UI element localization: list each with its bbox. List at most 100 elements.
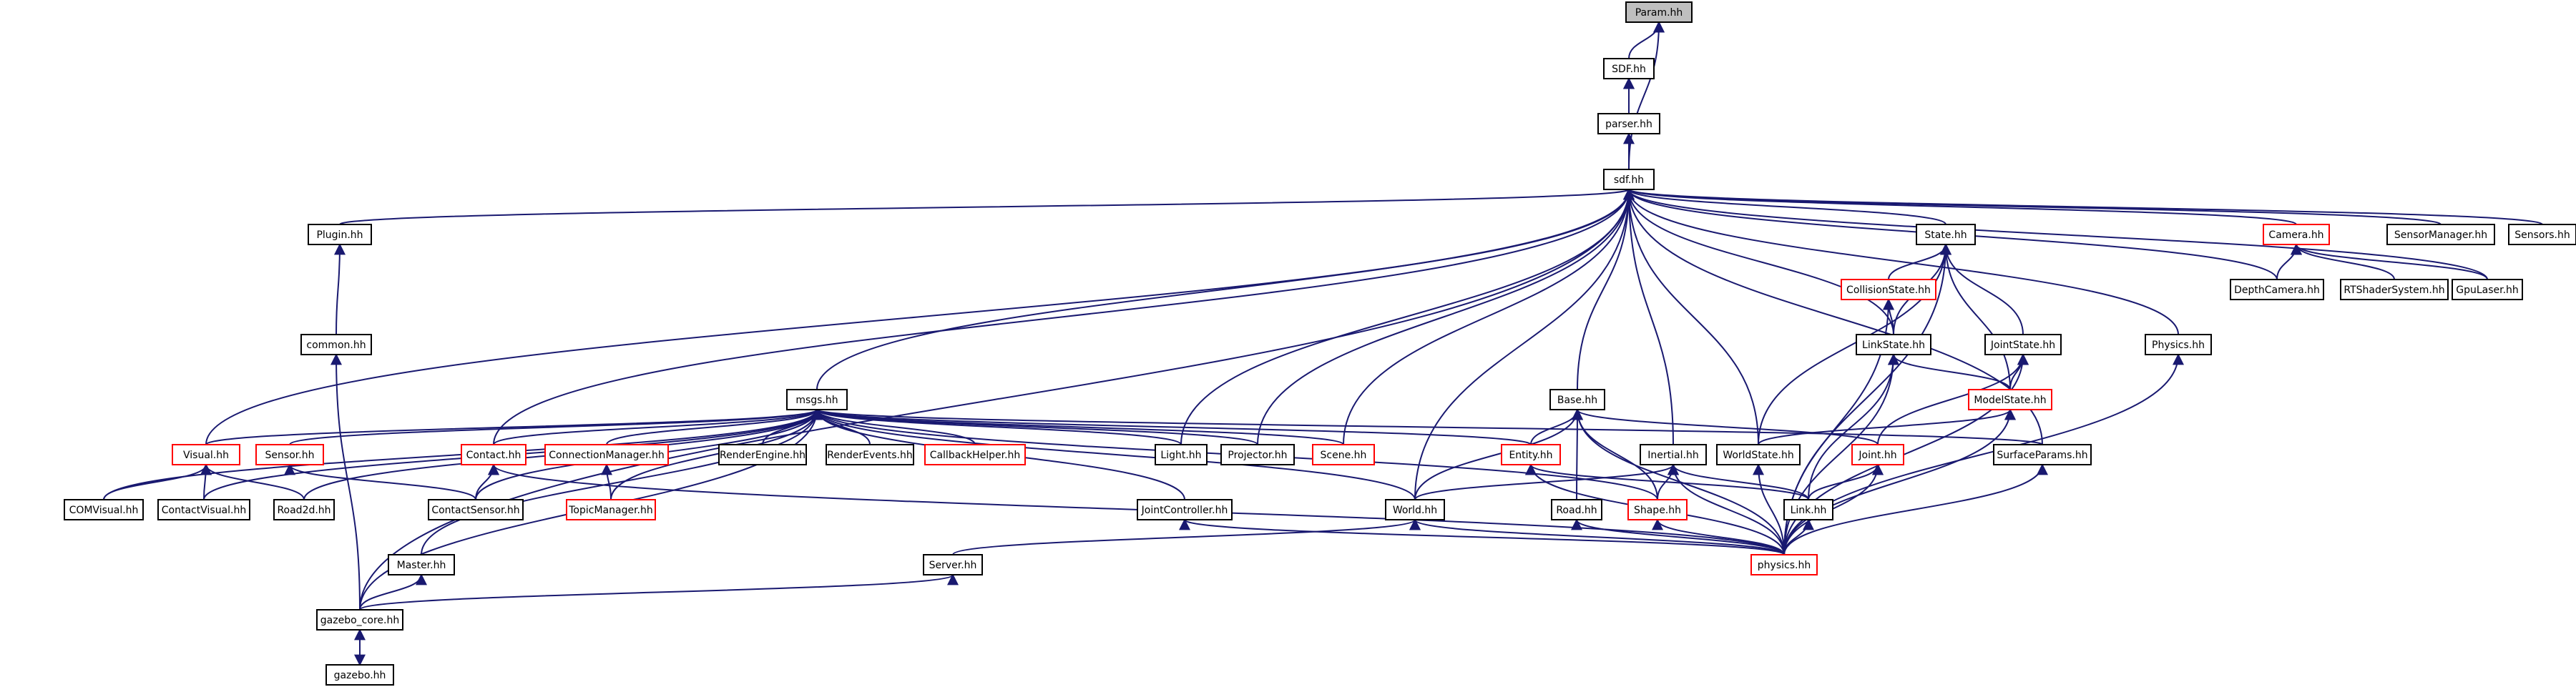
node-physicsupper[interactable]: Physics.hh xyxy=(2145,334,2212,355)
node-box[interactable] xyxy=(826,444,914,465)
node-box[interactable] xyxy=(1501,444,1561,465)
node-scene[interactable]: Scene.hh xyxy=(1312,444,1375,465)
node-box[interactable] xyxy=(2386,224,2495,245)
node-topicmanager[interactable]: TopicManager.hh xyxy=(566,499,656,520)
node-projector[interactable]: Projector.hh xyxy=(1220,444,1295,465)
node-contactvisual[interactable]: ContactVisual.hh xyxy=(157,499,250,520)
node-contact[interactable]: Contact.hh xyxy=(461,444,527,465)
node-visual[interactable]: Visual.hh xyxy=(172,444,240,465)
node-renderengine[interactable]: RenderEngine.hh xyxy=(718,444,807,465)
node-light[interactable]: Light.hh xyxy=(1155,444,1208,465)
node-box[interactable] xyxy=(428,499,524,520)
node-box[interactable] xyxy=(1916,224,1976,245)
node-box[interactable] xyxy=(316,609,403,631)
node-box[interactable] xyxy=(1220,444,1295,465)
node-gpulaser[interactable]: GpuLaser.hh xyxy=(2452,279,2523,300)
node-gazebo[interactable]: gazebo.hh xyxy=(325,664,394,686)
node-comvisual[interactable]: COMVisual.hh xyxy=(64,499,144,520)
node-gazebocore[interactable]: gazebo_core.hh xyxy=(316,609,403,631)
node-param[interactable]: Param.hh xyxy=(1625,1,1693,23)
node-master[interactable]: Master.hh xyxy=(388,554,455,575)
node-depthcamera[interactable]: DepthCamera.hh xyxy=(2230,279,2324,300)
node-plugin[interactable]: Plugin.hh xyxy=(308,224,372,245)
node-box[interactable] xyxy=(923,554,983,575)
node-joint[interactable]: Joint.hh xyxy=(1851,444,1904,465)
node-box[interactable] xyxy=(1155,444,1208,465)
node-callbackhelper[interactable]: CallbackHelper.hh xyxy=(924,444,1026,465)
node-box[interactable] xyxy=(64,499,144,520)
node-box[interactable] xyxy=(1750,554,1818,575)
node-box[interactable] xyxy=(1856,334,1931,355)
node-common[interactable]: common.hh xyxy=(300,334,372,355)
node-sdf_upper[interactable]: SDF.hh xyxy=(1603,58,1655,79)
node-road[interactable]: Road.hh xyxy=(1551,499,1602,520)
node-connectionmanager[interactable]: ConnectionManager.hh xyxy=(544,444,669,465)
node-renderevents[interactable]: RenderEvents.hh xyxy=(826,444,914,465)
node-box[interactable] xyxy=(1312,444,1375,465)
node-box[interactable] xyxy=(1603,58,1655,79)
node-physics[interactable]: physics.hh xyxy=(1750,554,1818,575)
node-box[interactable] xyxy=(2145,334,2212,355)
node-box[interactable] xyxy=(1549,389,1605,410)
node-jointcontroller[interactable]: JointController.hh xyxy=(1137,499,1233,520)
node-box[interactable] xyxy=(308,224,372,245)
node-collisionstate[interactable]: CollisionState.hh xyxy=(1841,279,1936,300)
node-box[interactable] xyxy=(1783,499,1833,520)
node-box[interactable] xyxy=(1984,334,2062,355)
node-sensor[interactable]: Sensor.hh xyxy=(255,444,324,465)
node-box[interactable] xyxy=(2340,279,2449,300)
node-road2d[interactable]: Road2d.hh xyxy=(273,499,335,520)
node-box[interactable] xyxy=(566,499,656,520)
node-box[interactable] xyxy=(1716,444,1801,465)
node-box[interactable] xyxy=(924,444,1026,465)
node-box[interactable] xyxy=(1627,499,1688,520)
node-box[interactable] xyxy=(273,499,335,520)
node-surfaceparams[interactable]: SurfaceParams.hh xyxy=(1993,444,2092,465)
node-shape[interactable]: Shape.hh xyxy=(1627,499,1688,520)
node-box[interactable] xyxy=(1625,1,1693,23)
node-box[interactable] xyxy=(2508,224,2576,245)
node-base[interactable]: Base.hh xyxy=(1549,389,1605,410)
node-box[interactable] xyxy=(1993,444,2092,465)
node-contactsensor[interactable]: ContactSensor.hh xyxy=(428,499,524,520)
node-box[interactable] xyxy=(461,444,527,465)
node-rtshader[interactable]: RTShaderSystem.hh xyxy=(2340,279,2449,300)
node-box[interactable] xyxy=(2452,279,2523,300)
node-box[interactable] xyxy=(2263,224,2330,245)
node-box[interactable] xyxy=(1551,499,1602,520)
node-sensormanager[interactable]: SensorManager.hh xyxy=(2386,224,2495,245)
node-worldstate[interactable]: WorldState.hh xyxy=(1716,444,1801,465)
node-box[interactable] xyxy=(1137,499,1233,520)
node-box[interactable] xyxy=(172,444,240,465)
node-sensors[interactable]: Sensors.hh xyxy=(2508,224,2576,245)
node-box[interactable] xyxy=(300,334,372,355)
node-inertial[interactable]: Inertial.hh xyxy=(1640,444,1707,465)
node-parser[interactable]: parser.hh xyxy=(1597,113,1660,134)
node-box[interactable] xyxy=(1968,389,2052,410)
node-box[interactable] xyxy=(1851,444,1904,465)
node-server[interactable]: Server.hh xyxy=(923,554,983,575)
node-entity[interactable]: Entity.hh xyxy=(1501,444,1561,465)
node-sdf[interactable]: sdf.hh xyxy=(1603,169,1655,190)
node-box[interactable] xyxy=(2230,279,2324,300)
node-link[interactable]: Link.hh xyxy=(1783,499,1833,520)
node-box[interactable] xyxy=(1385,499,1445,520)
node-linkstate[interactable]: LinkState.hh xyxy=(1856,334,1931,355)
node-box[interactable] xyxy=(718,444,807,465)
node-state[interactable]: State.hh xyxy=(1916,224,1976,245)
node-box[interactable] xyxy=(1640,444,1707,465)
node-box[interactable] xyxy=(157,499,250,520)
node-box[interactable] xyxy=(388,554,455,575)
node-modelstate[interactable]: ModelState.hh xyxy=(1968,389,2052,410)
node-box[interactable] xyxy=(786,389,848,410)
node-box[interactable] xyxy=(325,664,394,686)
node-box[interactable] xyxy=(1597,113,1660,134)
node-box[interactable] xyxy=(255,444,324,465)
node-camera[interactable]: Camera.hh xyxy=(2263,224,2330,245)
node-jointstate[interactable]: JointState.hh xyxy=(1984,334,2062,355)
node-box[interactable] xyxy=(1841,279,1936,300)
node-box[interactable] xyxy=(1603,169,1655,190)
node-msgs[interactable]: msgs.hh xyxy=(786,389,848,410)
node-world[interactable]: World.hh xyxy=(1385,499,1445,520)
node-box[interactable] xyxy=(544,444,669,465)
